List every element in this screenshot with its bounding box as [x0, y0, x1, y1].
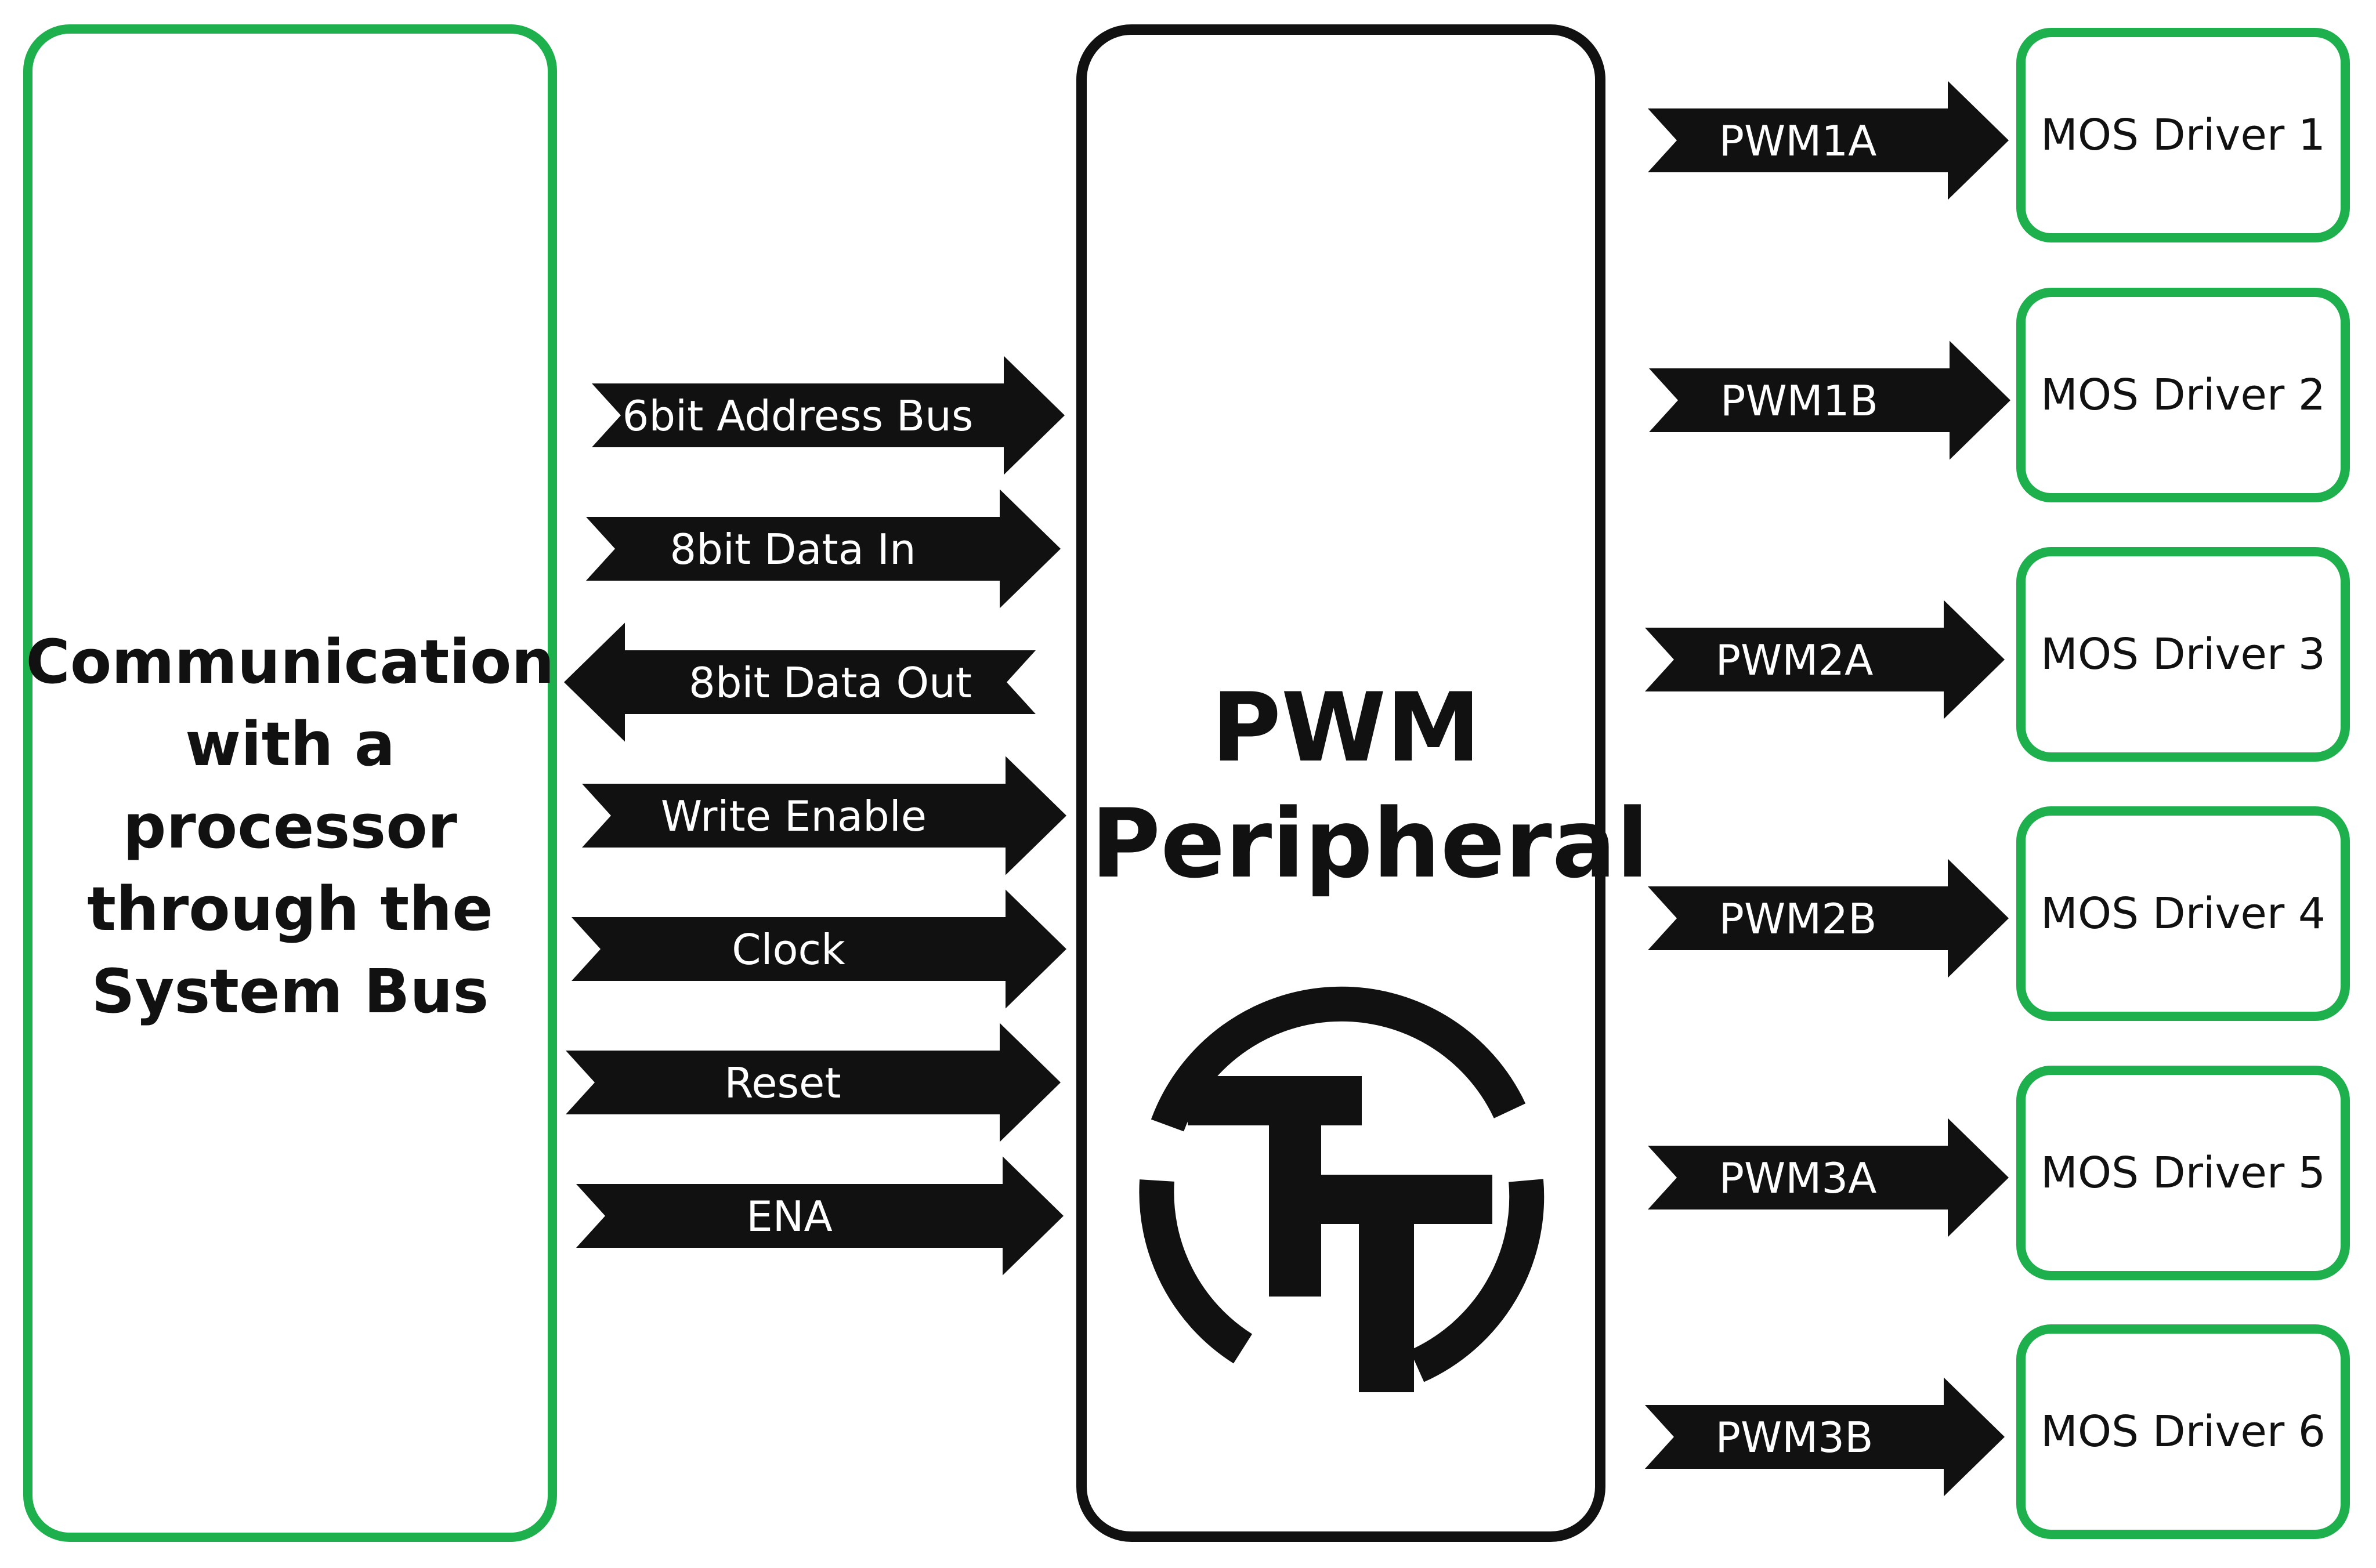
system-bus-label-line: Communication: [26, 627, 555, 697]
arrow-label: 8bit Data In: [670, 525, 916, 574]
arrow-label: PWM2A: [1716, 636, 1874, 685]
input-signal-arrow: 8bit Data In: [586, 489, 1061, 609]
arrow-label: PWM2B: [1719, 895, 1877, 943]
mos-driver-box: MOS Driver 6: [2016, 1324, 2350, 1539]
mos-driver-box: MOS Driver 3: [2016, 547, 2350, 762]
input-signal-arrow: 6bit Address Bus: [592, 356, 1065, 475]
system-bus-label-line: with a processor: [123, 709, 457, 862]
arrow-label: ENA: [746, 1192, 833, 1241]
output-signal-arrow: PWM2B: [1648, 859, 2009, 978]
input-signal-arrow: Clock: [572, 889, 1066, 1009]
arrow-shape: [1648, 81, 2009, 200]
arrow-label: PWM3B: [1716, 1413, 1874, 1462]
mos-driver-box: MOS Driver 4: [2016, 806, 2350, 1021]
arrow-label: Write Enable: [661, 792, 927, 841]
output-signal-arrow: PWM1B: [1649, 341, 2010, 460]
arrow-label: Clock: [732, 925, 845, 974]
arrow-label: PWM3A: [1719, 1154, 1877, 1203]
input-signal-arrow: Write Enable: [582, 756, 1066, 875]
arrow-label: 8bit Data Out: [689, 658, 972, 707]
system-bus-label: Communication with a processor through t…: [23, 621, 557, 1033]
output-signal-arrow: PWM1A: [1648, 81, 2009, 200]
arrow-label: PWM1B: [1720, 376, 1878, 425]
system-bus-label-line: System Bus: [91, 956, 489, 1027]
arrow-label: PWM1A: [1719, 117, 1877, 165]
system-bus-block: [23, 24, 557, 1542]
mos-driver-label: MOS Driver 2: [2041, 370, 2326, 420]
mos-driver-label: MOS Driver 4: [2041, 889, 2326, 939]
arrow-label: Reset: [724, 1059, 841, 1107]
mos-driver-label: MOS Driver 5: [2041, 1148, 2326, 1198]
output-signal-arrow: PWM3B: [1645, 1377, 2005, 1497]
pwm-peripheral-title-line: PWM: [1211, 672, 1481, 783]
arrow-shape: [1648, 1118, 2009, 1237]
arrow-shape: [576, 1156, 1064, 1276]
arrow-label: 6bit Address Bus: [623, 392, 974, 440]
arrow-shape: [1645, 1377, 2005, 1497]
pwm-peripheral-title-line: Peripheral: [1091, 788, 1649, 899]
arrow-shape: [586, 489, 1061, 609]
mos-driver-label: MOS Driver 3: [2041, 629, 2326, 679]
arrow-shape: [582, 756, 1066, 875]
system-bus-label-line: through the: [87, 874, 493, 944]
output-signal-arrow: PWM3A: [1648, 1118, 2009, 1237]
input-signal-arrow: ENA: [576, 1156, 1064, 1276]
mos-driver-label: MOS Driver 6: [2041, 1407, 2326, 1457]
mos-driver-label: MOS Driver 1: [2041, 110, 2326, 160]
mos-driver-box: MOS Driver 1: [2016, 28, 2350, 242]
arrow-shape: [1649, 341, 2010, 460]
output-signal-arrow: PWM2A: [1645, 600, 2005, 719]
arrow-shape: [572, 889, 1066, 1009]
arrow-shape: [564, 622, 1036, 742]
mos-driver-box: MOS Driver 2: [2016, 288, 2350, 502]
arrow-shape: [566, 1023, 1061, 1142]
arrow-shape: [592, 356, 1065, 475]
input-signal-arrow: 8bit Data Out: [564, 622, 1036, 742]
input-signal-arrow: Reset: [566, 1023, 1061, 1142]
mos-driver-box: MOS Driver 5: [2016, 1066, 2350, 1280]
arrow-shape: [1648, 859, 2009, 978]
arrow-shape: [1645, 600, 2005, 719]
